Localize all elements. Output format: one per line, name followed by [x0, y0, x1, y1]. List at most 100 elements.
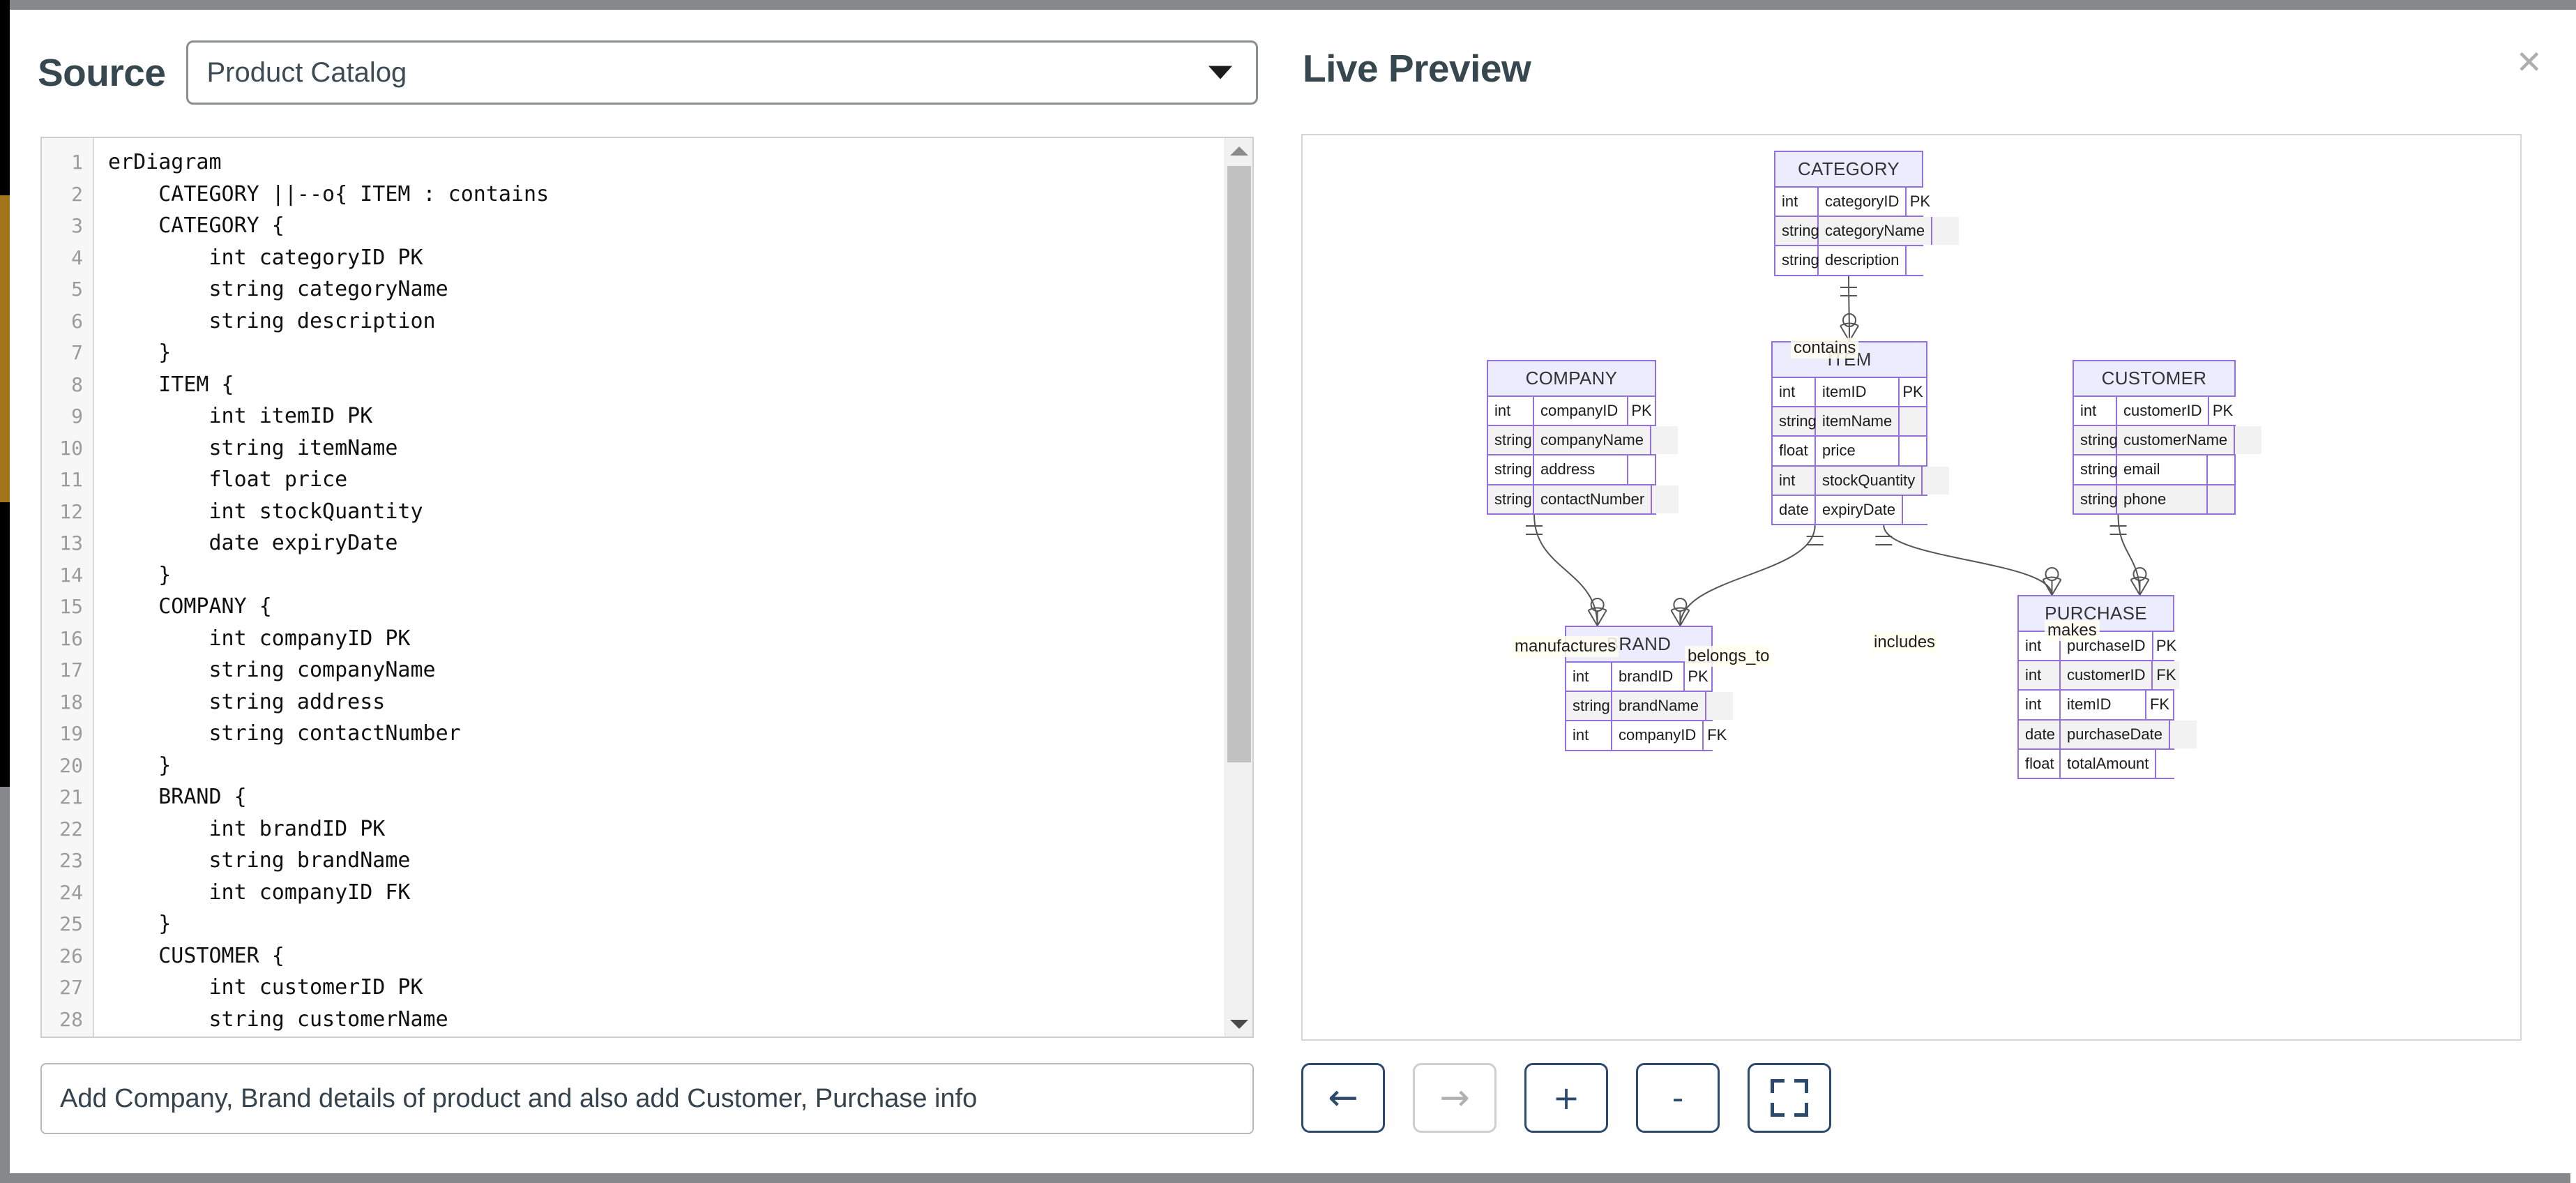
line-number: 11 [59, 468, 83, 491]
attribute-name: categoryName [1819, 217, 1933, 246]
entity-title: CUSTOMER [2074, 361, 2234, 397]
zoom-out-button[interactable]: - [1636, 1063, 1720, 1133]
scrollbar-thumb[interactable] [1227, 166, 1251, 762]
attribute-name: itemName [1816, 407, 1900, 436]
relationship-label: contains [1791, 338, 1859, 359]
code-line: int brandID PK [108, 816, 386, 841]
attribute-key: PK [2209, 397, 2236, 425]
line-number: 13 [59, 532, 83, 555]
fit-screen-button[interactable] [1748, 1063, 1831, 1133]
attribute-name: customerID [2117, 397, 2210, 425]
attribute-key: PK [1628, 397, 1655, 425]
zoom-out-icon: - [1672, 1079, 1684, 1117]
line-number: 21 [59, 785, 83, 808]
line-number: 7 [71, 341, 83, 364]
preview-toolbar: ← → + - [1301, 1063, 1831, 1133]
forward-button: → [1413, 1063, 1497, 1133]
attribute-type: float [1773, 437, 1816, 465]
attribute-name: companyID [1534, 397, 1628, 425]
attribute-type: int [2074, 397, 2117, 425]
code-line: string description [108, 308, 436, 333]
attribute-name: description [1819, 246, 1907, 275]
attribute-type: string [2074, 455, 2118, 484]
attribute-type: int [1773, 466, 1816, 495]
attribute-type: string [1566, 692, 1612, 721]
attribute-key: PK [1907, 188, 1934, 216]
code-line: } [108, 562, 172, 587]
attribute-name: totalAmount [2061, 749, 2157, 778]
attribute-key [1907, 246, 1934, 275]
attribute-name: address [1534, 455, 1628, 484]
prompt-input[interactable]: Add Company, Brand details of product an… [40, 1063, 1254, 1134]
attribute-name: itemID [1816, 378, 1900, 407]
attribute-key: FK [1704, 721, 1731, 750]
code-line: string categoryName [108, 277, 448, 301]
code-line: int customerID PK [108, 975, 423, 1000]
attribute-key [2208, 485, 2234, 513]
attribute-key: PK [1900, 378, 1926, 407]
relationship-label: belongs_to [1685, 646, 1773, 667]
scrollbar-down-arrow-icon[interactable] [1225, 1011, 1252, 1037]
line-number: 17 [59, 658, 83, 681]
back-button[interactable]: ← [1301, 1063, 1385, 1133]
editor-scrollbar[interactable] [1225, 138, 1252, 1037]
close-icon[interactable]: ✕ [2515, 44, 2543, 80]
line-number: 20 [59, 753, 83, 777]
diagram-source-select[interactable]: Product Catalog [186, 40, 1258, 105]
attribute-name: price [1816, 437, 1900, 465]
attribute-name: stockQuantity [1816, 466, 1923, 495]
code-line: int companyID PK [108, 626, 411, 651]
relationship-label: manufactures [1512, 636, 1619, 657]
entity-title: CATEGORY [1775, 152, 1922, 188]
attribute-key [2235, 426, 2262, 455]
line-number: 22 [59, 817, 83, 841]
zoom-in-button[interactable]: + [1524, 1063, 1608, 1133]
line-number: 24 [59, 880, 83, 904]
code-text-area[interactable]: erDiagram CATEGORY ||--o{ ITEM : contain… [94, 138, 1252, 1037]
attribute-key: PK [1685, 663, 1711, 691]
code-line: CUSTOMER { [108, 943, 285, 968]
attribute-type: string [1775, 246, 1819, 275]
code-line: int stockQuantity [108, 499, 423, 524]
attribute-type: string [1775, 217, 1819, 246]
window-chrome-right [2570, 10, 2576, 1183]
line-number: 4 [71, 246, 83, 269]
scrollbar-up-arrow-icon[interactable] [1225, 138, 1252, 163]
attribute-type: string [1773, 407, 1817, 436]
page-title: Source [38, 51, 166, 94]
code-line: CATEGORY { [108, 213, 285, 238]
attribute-name: purchaseDate [2061, 720, 2170, 748]
attribute-type: string [1488, 426, 1534, 455]
code-line: COMPANY { [108, 594, 272, 619]
code-line: BRAND { [108, 785, 247, 809]
fit-screen-icon [1771, 1079, 1808, 1117]
attribute-name: companyName [1534, 426, 1651, 455]
code-line: date expiryDate [108, 531, 398, 555]
line-number: 6 [71, 309, 83, 333]
attribute-key [1706, 692, 1733, 721]
back-icon: ← [1328, 1077, 1358, 1119]
attribute-name: purchaseID [2061, 632, 2153, 661]
line-number: 19 [59, 722, 83, 745]
